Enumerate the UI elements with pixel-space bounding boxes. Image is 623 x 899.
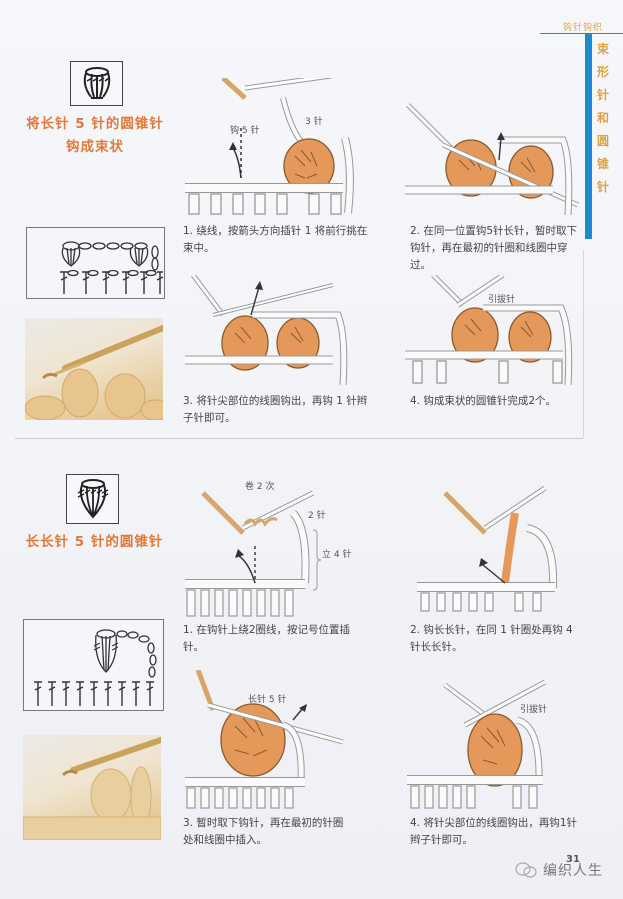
bundled-cone-stitch-icon — [83, 66, 110, 99]
step-1-4-text: 4. 钩成束状的圆锥针完成2个。 — [410, 395, 557, 407]
step-1-3-text: 3. 将针尖部位的线圈钩出，再钩 1 针辫子针即可。 — [183, 395, 368, 424]
section-divider — [15, 438, 583, 439]
watermark-text: 编织人生 — [543, 863, 603, 879]
step-2-2-illustration — [415, 483, 590, 613]
section-title-1-line1: 将长针 5 针的圆锥针 — [26, 116, 164, 132]
step-1-1-illustration — [183, 73, 383, 218]
symbol-box-1 — [70, 61, 123, 106]
callout-slip-stitch-2: 引拔针 — [520, 705, 548, 715]
step-1-2-text: 2. 在同一位置钩5针长针，暂时取下钩针，再在最初的针圈和线圈中穿过。 — [410, 225, 578, 271]
callout-slip-stitch-1: 引拔针 — [488, 295, 516, 305]
step-2-4-text: 4. 将针尖部位的线圈钩出，再钩1针辫子针即可。 — [410, 817, 578, 846]
crochet-photo-1 — [25, 318, 163, 420]
callout-wrap-2: 卷 2 次 — [245, 482, 275, 492]
section-title-1-line2: 钩成束状 — [66, 139, 124, 155]
step-1-2-illustration — [403, 100, 583, 216]
step-2-2-text: 2. 钩长长针，在同 1 针圈处再钩 4 针长长针。 — [410, 624, 573, 653]
stitch-chart-2 — [23, 619, 164, 711]
callout-2-chain: 2 针 — [308, 511, 326, 521]
header-rule — [540, 33, 623, 34]
crochet-photo-2 — [23, 735, 161, 840]
page-number: 31 — [566, 854, 580, 865]
section-1-right-rule — [583, 250, 584, 438]
chapter-label: 钩针钩织 — [563, 23, 604, 33]
callout-3-chain: 3 针 — [305, 117, 323, 127]
step-1-1-text: 1. 绕线，按箭头方向插针 1 将前行挑在束中。 — [183, 225, 368, 254]
symbol-box-2 — [66, 474, 119, 524]
chapter-side-title: 束形针和圆锥针 — [597, 42, 610, 194]
section-title-1: 将长针 5 针的圆锥针 钩成束状 — [15, 113, 175, 159]
step-1-4-illustration — [403, 272, 583, 386]
stitch-chart-1-diagram — [60, 241, 164, 294]
step-2-3-illustration — [183, 669, 348, 810]
chapter-tab-bar — [585, 34, 592, 239]
stitch-chart-1 — [26, 227, 165, 299]
crochet-hook-photo-1 — [25, 325, 163, 420]
step-2-4-illustration — [405, 679, 575, 810]
step-2-1-text: 1. 在钩针上绕2圈线，按记号位置插针。 — [183, 624, 351, 653]
callout-dc-5: 长针 5 针 — [248, 695, 287, 705]
step-2-1-illustration — [183, 488, 368, 618]
step-1-3-illustration — [183, 273, 363, 386]
crochet-hook-photo-2 — [23, 737, 161, 840]
stitch-chart-2-diagram — [34, 629, 157, 706]
wechat-logo-icon — [515, 862, 537, 878]
section-title-2: 长长针 5 针的圆锥针 — [25, 534, 164, 550]
callout-hook-5: 钩 5 针 — [230, 126, 260, 136]
step-2-3-text: 3. 暂时取下钩针，再在最初的针圈处和线圈中插入。 — [183, 817, 344, 846]
callout-stand-4: 立 4 针 — [322, 550, 352, 560]
watermark: 编织人生 — [515, 860, 603, 880]
cone-stitch-icon — [77, 479, 108, 519]
